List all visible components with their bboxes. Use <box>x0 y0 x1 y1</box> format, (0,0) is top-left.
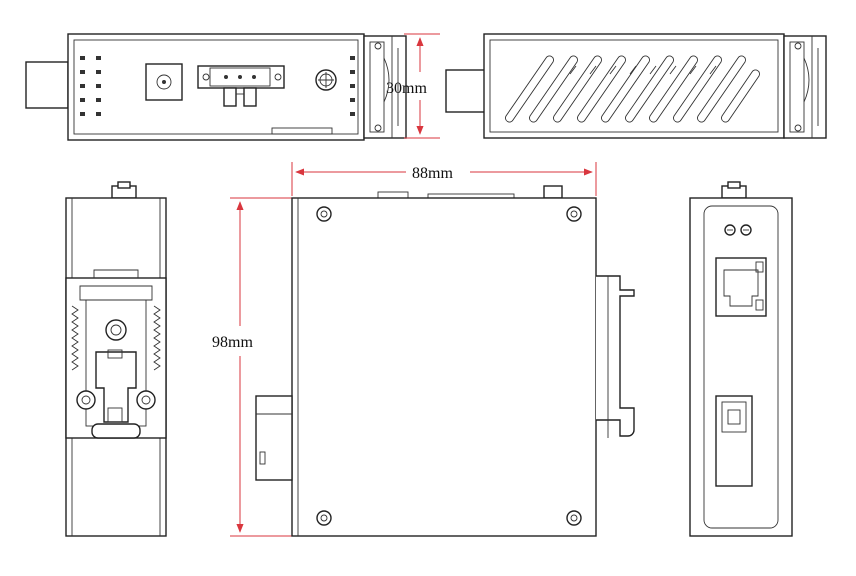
fiber-connector-side <box>255 395 293 481</box>
top-view-ports <box>25 33 407 141</box>
ventilation-slots <box>505 55 760 123</box>
depth-label: 30mm <box>386 80 427 97</box>
side-view-din <box>65 181 167 537</box>
led-indicators-left <box>80 56 101 116</box>
din-clip-side <box>596 275 635 437</box>
ground-screw <box>315 69 337 91</box>
din-clip-top-left <box>363 35 407 139</box>
front-view-panel <box>255 185 635 537</box>
dimension-height: 98mm <box>212 197 292 537</box>
status-leds <box>724 224 752 236</box>
dimension-depth: 30mm <box>386 33 440 139</box>
fiber-stub <box>445 69 487 113</box>
side-panel-body <box>291 197 597 537</box>
port-face-view <box>689 181 793 537</box>
power-jack-stub <box>25 61 69 109</box>
height-label: 98mm <box>212 334 253 351</box>
din-clip-top-right <box>783 35 827 139</box>
led-indicators-right <box>350 56 355 116</box>
rj45-port <box>715 257 767 317</box>
dc-jack <box>145 63 183 101</box>
dimension-width: 88mm <box>291 162 597 196</box>
terminal-block <box>197 65 285 107</box>
top-view-vents <box>445 33 827 139</box>
corner-screws <box>316 206 582 526</box>
sc-fiber-port <box>715 395 753 487</box>
width-label: 88mm <box>412 165 453 182</box>
